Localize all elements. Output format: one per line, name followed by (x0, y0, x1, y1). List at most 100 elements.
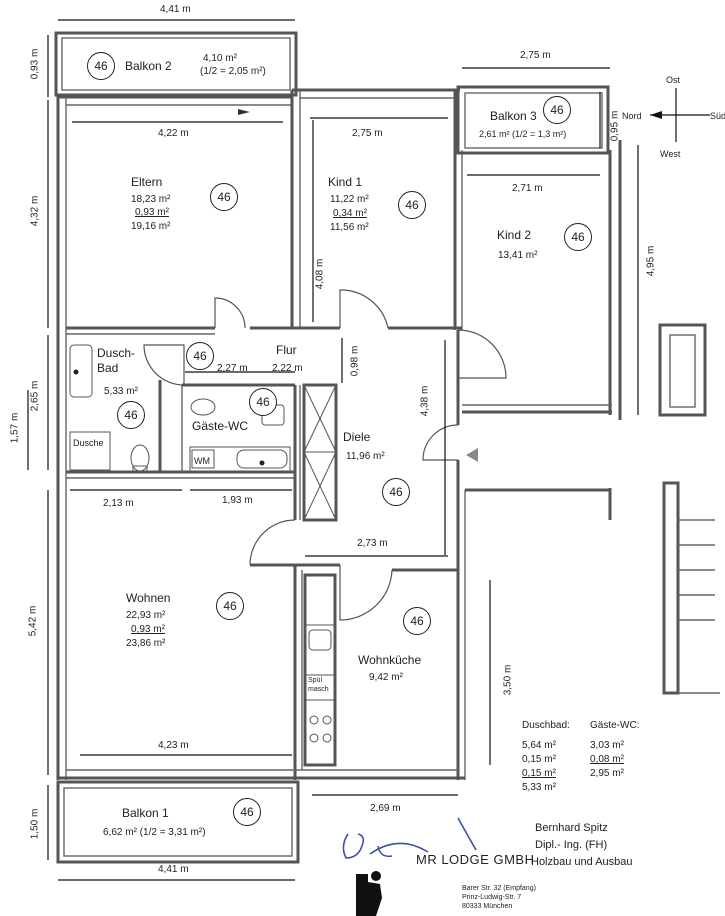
room-name-eltern: Eltern (131, 175, 163, 189)
room-name-wohnen: Wohnen (126, 591, 171, 605)
compass-label-top: Ost (666, 75, 681, 85)
compass-label-left: Nord (622, 111, 642, 121)
dim-bottom-width: 4,41 m (158, 864, 189, 875)
dim-kind1-width: 2,75 m (352, 128, 383, 139)
address-line-2: Prinz-Ludwig-Str. 7 (462, 894, 522, 901)
bathroom-fixtures (69, 344, 291, 472)
dim-flur-w2: 2,22 m (272, 363, 303, 374)
room-area-balkon2: 4,10 m² (203, 53, 237, 64)
area-table-cell: 2,95 m² (590, 768, 624, 779)
appliance-label-spuel-2: masch (308, 686, 329, 693)
signer-name: Bernhard Spitz (535, 822, 608, 834)
room-area-eltern-1: 18,23 m² (131, 194, 171, 205)
room-area-kind1-3: 11,56 m² (330, 222, 369, 233)
room-badge: 46 (186, 342, 214, 370)
dim-kind2-width: 2,71 m (512, 183, 543, 194)
dim-eltern-width: 4,22 m (158, 128, 189, 139)
dim-kueche-width: 2,69 m (370, 803, 401, 814)
room-area-kind1-1: 11,22 m² (330, 194, 369, 205)
room-badge: 46 (564, 223, 592, 251)
room-area-wohnen-2: 0,93 m² (131, 624, 165, 635)
room-area-wohnen-1: 22,93 m² (126, 610, 166, 621)
signer-trade: Holzbau und Ausbau (531, 856, 633, 868)
room-name-kind2: Kind 2 (497, 228, 532, 242)
dim-diele-width: 2,73 m (357, 538, 388, 549)
area-table-cell: 3,03 m² (590, 740, 624, 751)
room-badge: 46 (117, 401, 145, 429)
dim-balkon3-width: 2,75 m (520, 50, 551, 61)
outer-walls (54, 31, 720, 864)
door-swings (143, 109, 507, 621)
room-name-flur: Flur (276, 343, 297, 357)
address-line-3: 80333 München (462, 903, 513, 910)
room-name-duschbad-2: Bad (97, 361, 119, 375)
area-table-cell: 0,15 m² (522, 754, 556, 765)
dimension-lines (27, 19, 639, 881)
room-name-balkon2: Balkon 2 (125, 59, 172, 73)
signature-stamp-graphic (342, 817, 477, 916)
room-area-kind1-2: 0,34 m² (333, 208, 367, 219)
dim-bad-depth: 2,65 m (29, 380, 41, 412)
appliance-label-wm: WM (194, 456, 210, 466)
room-area-half-balkon2: (1/2 = 2,05 m²) (200, 66, 266, 77)
area-table-header-1: Duschbad: (522, 720, 570, 731)
room-area-duschbad: 5,33 m² (104, 386, 138, 397)
room-badge: 46 (249, 388, 277, 416)
room-area-kueche: 9,42 m² (369, 672, 403, 683)
room-area-eltern-2: 0,93 m² (135, 207, 169, 218)
room-name-diele: Diele (343, 430, 371, 444)
dim-balkon1-depth: 1,50 m (29, 808, 41, 840)
room-name-gaeste-wc: Gäste-WC (192, 419, 249, 433)
room-badge: 46 (210, 183, 238, 211)
signer-title: Dipl.- Ing. (FH) (535, 839, 608, 851)
room-area-balkon1: 6,62 m² (1/2 = 3,31 m²) (103, 827, 206, 838)
dim-wohnen-width: 4,23 m (158, 740, 189, 751)
area-table-cell: 0,08 m² (590, 754, 624, 765)
dim-kind2-depth: 4,95 m (645, 245, 657, 277)
room-badge: 46 (382, 478, 410, 506)
dim-diele-depth: 4,38 m (419, 385, 431, 417)
dim-flur-depth: 0,98 m (349, 345, 361, 377)
room-name-kueche: Wohnküche (358, 653, 422, 667)
company-name: MR LODGE GMBH (416, 852, 535, 867)
room-badge: 46 (398, 191, 426, 219)
room-badge: 46 (543, 96, 571, 124)
kitchen-counter (303, 573, 337, 767)
dim-kueche-depth: 3,50 m (502, 664, 514, 696)
room-area-eltern-3: 19,16 m² (131, 221, 171, 232)
fixture-label-dusche: Dusche (73, 438, 104, 448)
dim-top-width: 4,41 m (160, 4, 191, 15)
dim-bad-width: 2,13 m (103, 498, 134, 509)
dim-balkon2-depth: 0,93 m (29, 48, 41, 80)
wardrobe-cabinet (302, 383, 338, 522)
room-name-balkon3: Balkon 3 (490, 109, 537, 123)
dim-wc-width: 1,93 m (222, 495, 253, 506)
room-badge: 46 (216, 592, 244, 620)
appliance-label-spuel-1: Spül (308, 677, 323, 684)
address-line-1: Barer Str. 32 (Empfang) (462, 885, 536, 892)
room-name-kind1: Kind 1 (328, 175, 363, 189)
room-name-balkon1: Balkon 1 (122, 806, 169, 820)
area-table-cell: 5,64 m² (522, 740, 556, 751)
compass-rose (650, 88, 710, 142)
dim-wohnen-depth: 5,42 m (27, 605, 39, 637)
area-table-cell: 5,33 m² (522, 782, 556, 793)
room-area-balkon3: 2,61 m² (1/2 = 1,3 m²) (479, 129, 567, 139)
dim-bad-sub-depth: 1,57 m (9, 412, 21, 444)
dim-balkon3-depth: 0,95 m (609, 110, 621, 142)
room-area-wohnen-3: 23,86 m² (126, 638, 166, 649)
room-area-kind2: 13,41 m² (498, 250, 538, 261)
room-badge: 46 (403, 607, 431, 635)
compass-label-right: Süd (710, 111, 725, 121)
dim-kind1-depth: 4,08 m (314, 258, 326, 290)
area-table-cell: 0,15 m² (522, 768, 556, 779)
room-badge: 46 (233, 798, 261, 826)
room-badge: 46 (87, 52, 115, 80)
area-table-header-2: Gäste-WC: (590, 720, 640, 731)
dim-eltern-depth: 4,32 m (29, 195, 41, 227)
compass-label-bottom: West (660, 149, 681, 159)
room-area-diele: 11,96 m² (346, 451, 385, 462)
dim-flur-w1: 2,27 m (217, 363, 248, 374)
room-name-duschbad-1: Dusch- (97, 346, 136, 360)
